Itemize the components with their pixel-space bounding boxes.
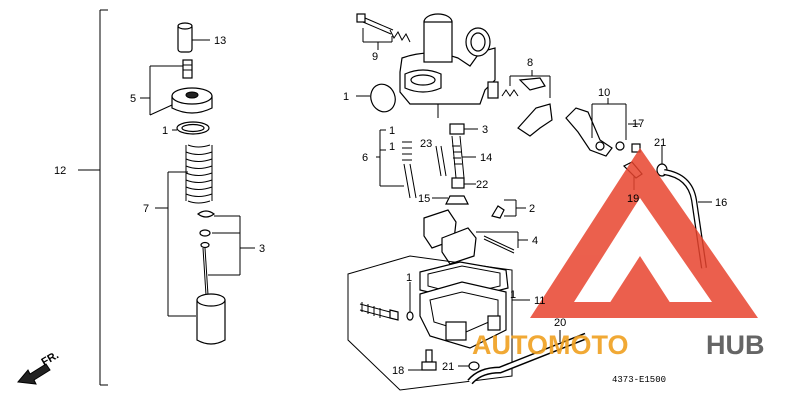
part-2-nozzle bbox=[491, 199, 526, 219]
part-5-top-nut bbox=[171, 87, 213, 114]
part-6-screw bbox=[376, 129, 417, 199]
callout-1-mid-a: 1 bbox=[389, 125, 395, 137]
front-marker-label: FR. bbox=[40, 349, 61, 368]
callout-1-left: 1 bbox=[162, 125, 168, 137]
part-1-oring-left bbox=[172, 121, 210, 135]
part-14-jet-holder bbox=[451, 135, 476, 179]
part-5-screw bbox=[182, 59, 193, 79]
float-chamber-frame bbox=[347, 255, 530, 391]
watermark-text-gray: HUB bbox=[706, 330, 765, 360]
bracket-5 bbox=[140, 65, 183, 116]
part-9-screw bbox=[356, 13, 411, 43]
callout-15: 15 bbox=[418, 193, 430, 205]
callout-1-body: 1 bbox=[343, 91, 349, 103]
callout-10: 10 bbox=[598, 87, 610, 99]
bracket-12 bbox=[78, 9, 108, 386]
callout-8: 8 bbox=[527, 57, 533, 69]
drawing-code: 4373-E1500 bbox=[612, 375, 666, 385]
part-7-spring bbox=[185, 144, 213, 204]
drain-screw bbox=[359, 302, 399, 321]
callout-22: 22 bbox=[476, 179, 488, 191]
callout-9: 9 bbox=[372, 51, 378, 63]
part-10-plate bbox=[565, 98, 627, 157]
callout-3-mid: 3 bbox=[482, 124, 488, 136]
callout-20: 20 bbox=[554, 317, 566, 329]
callout-2: 2 bbox=[529, 203, 535, 215]
callout-17: 17 bbox=[632, 118, 644, 130]
part-3-needle bbox=[196, 210, 255, 296]
callout-19: 19 bbox=[627, 193, 639, 205]
part-15-valve bbox=[432, 195, 469, 205]
float-chamber-bowl bbox=[419, 281, 507, 349]
callout-13: 13 bbox=[214, 35, 226, 47]
carburetor-body bbox=[399, 13, 499, 118]
callout-12: 12 bbox=[54, 165, 66, 177]
part-1-oring-body bbox=[356, 83, 396, 113]
callout-16: 16 bbox=[715, 197, 727, 209]
part-8-link bbox=[501, 70, 553, 137]
callout-7: 7 bbox=[143, 203, 149, 215]
callout-21-bottom: 21 bbox=[442, 361, 454, 373]
bracket-7 bbox=[155, 171, 196, 317]
part-23-pin bbox=[435, 145, 447, 177]
watermark-text-orange: AUTOMOTO bbox=[472, 330, 629, 360]
callout-4: 4 bbox=[532, 235, 538, 247]
part-3-jet bbox=[449, 123, 478, 135]
part-22-jet bbox=[451, 177, 476, 189]
callout-1-bowl-b: 1 bbox=[510, 289, 516, 301]
callout-1-mid-b: 1 bbox=[389, 141, 395, 153]
part-20-tube bbox=[467, 330, 588, 385]
part-18-screw bbox=[408, 349, 437, 371]
callout-1-bowl-a: 1 bbox=[406, 272, 412, 284]
callout-14: 14 bbox=[480, 152, 492, 164]
watermark-logo bbox=[530, 148, 758, 318]
callout-21-top: 21 bbox=[654, 137, 666, 149]
part-13-cap bbox=[177, 22, 210, 53]
throttle-slide bbox=[196, 293, 226, 345]
callout-11: 11 bbox=[534, 295, 545, 307]
callout-5: 5 bbox=[130, 93, 136, 105]
callout-18: 18 bbox=[392, 365, 404, 377]
callout-23: 23 bbox=[420, 138, 432, 150]
callout-6: 6 bbox=[362, 152, 368, 164]
front-arrow bbox=[17, 363, 51, 385]
part-1-oring-bowl bbox=[406, 282, 414, 321]
part-16-tube bbox=[663, 169, 712, 269]
part-21-clip-bottom bbox=[458, 361, 480, 371]
bracket-9 bbox=[362, 28, 393, 50]
part-4-float bbox=[423, 209, 528, 265]
callout-3-left: 3 bbox=[259, 243, 265, 255]
